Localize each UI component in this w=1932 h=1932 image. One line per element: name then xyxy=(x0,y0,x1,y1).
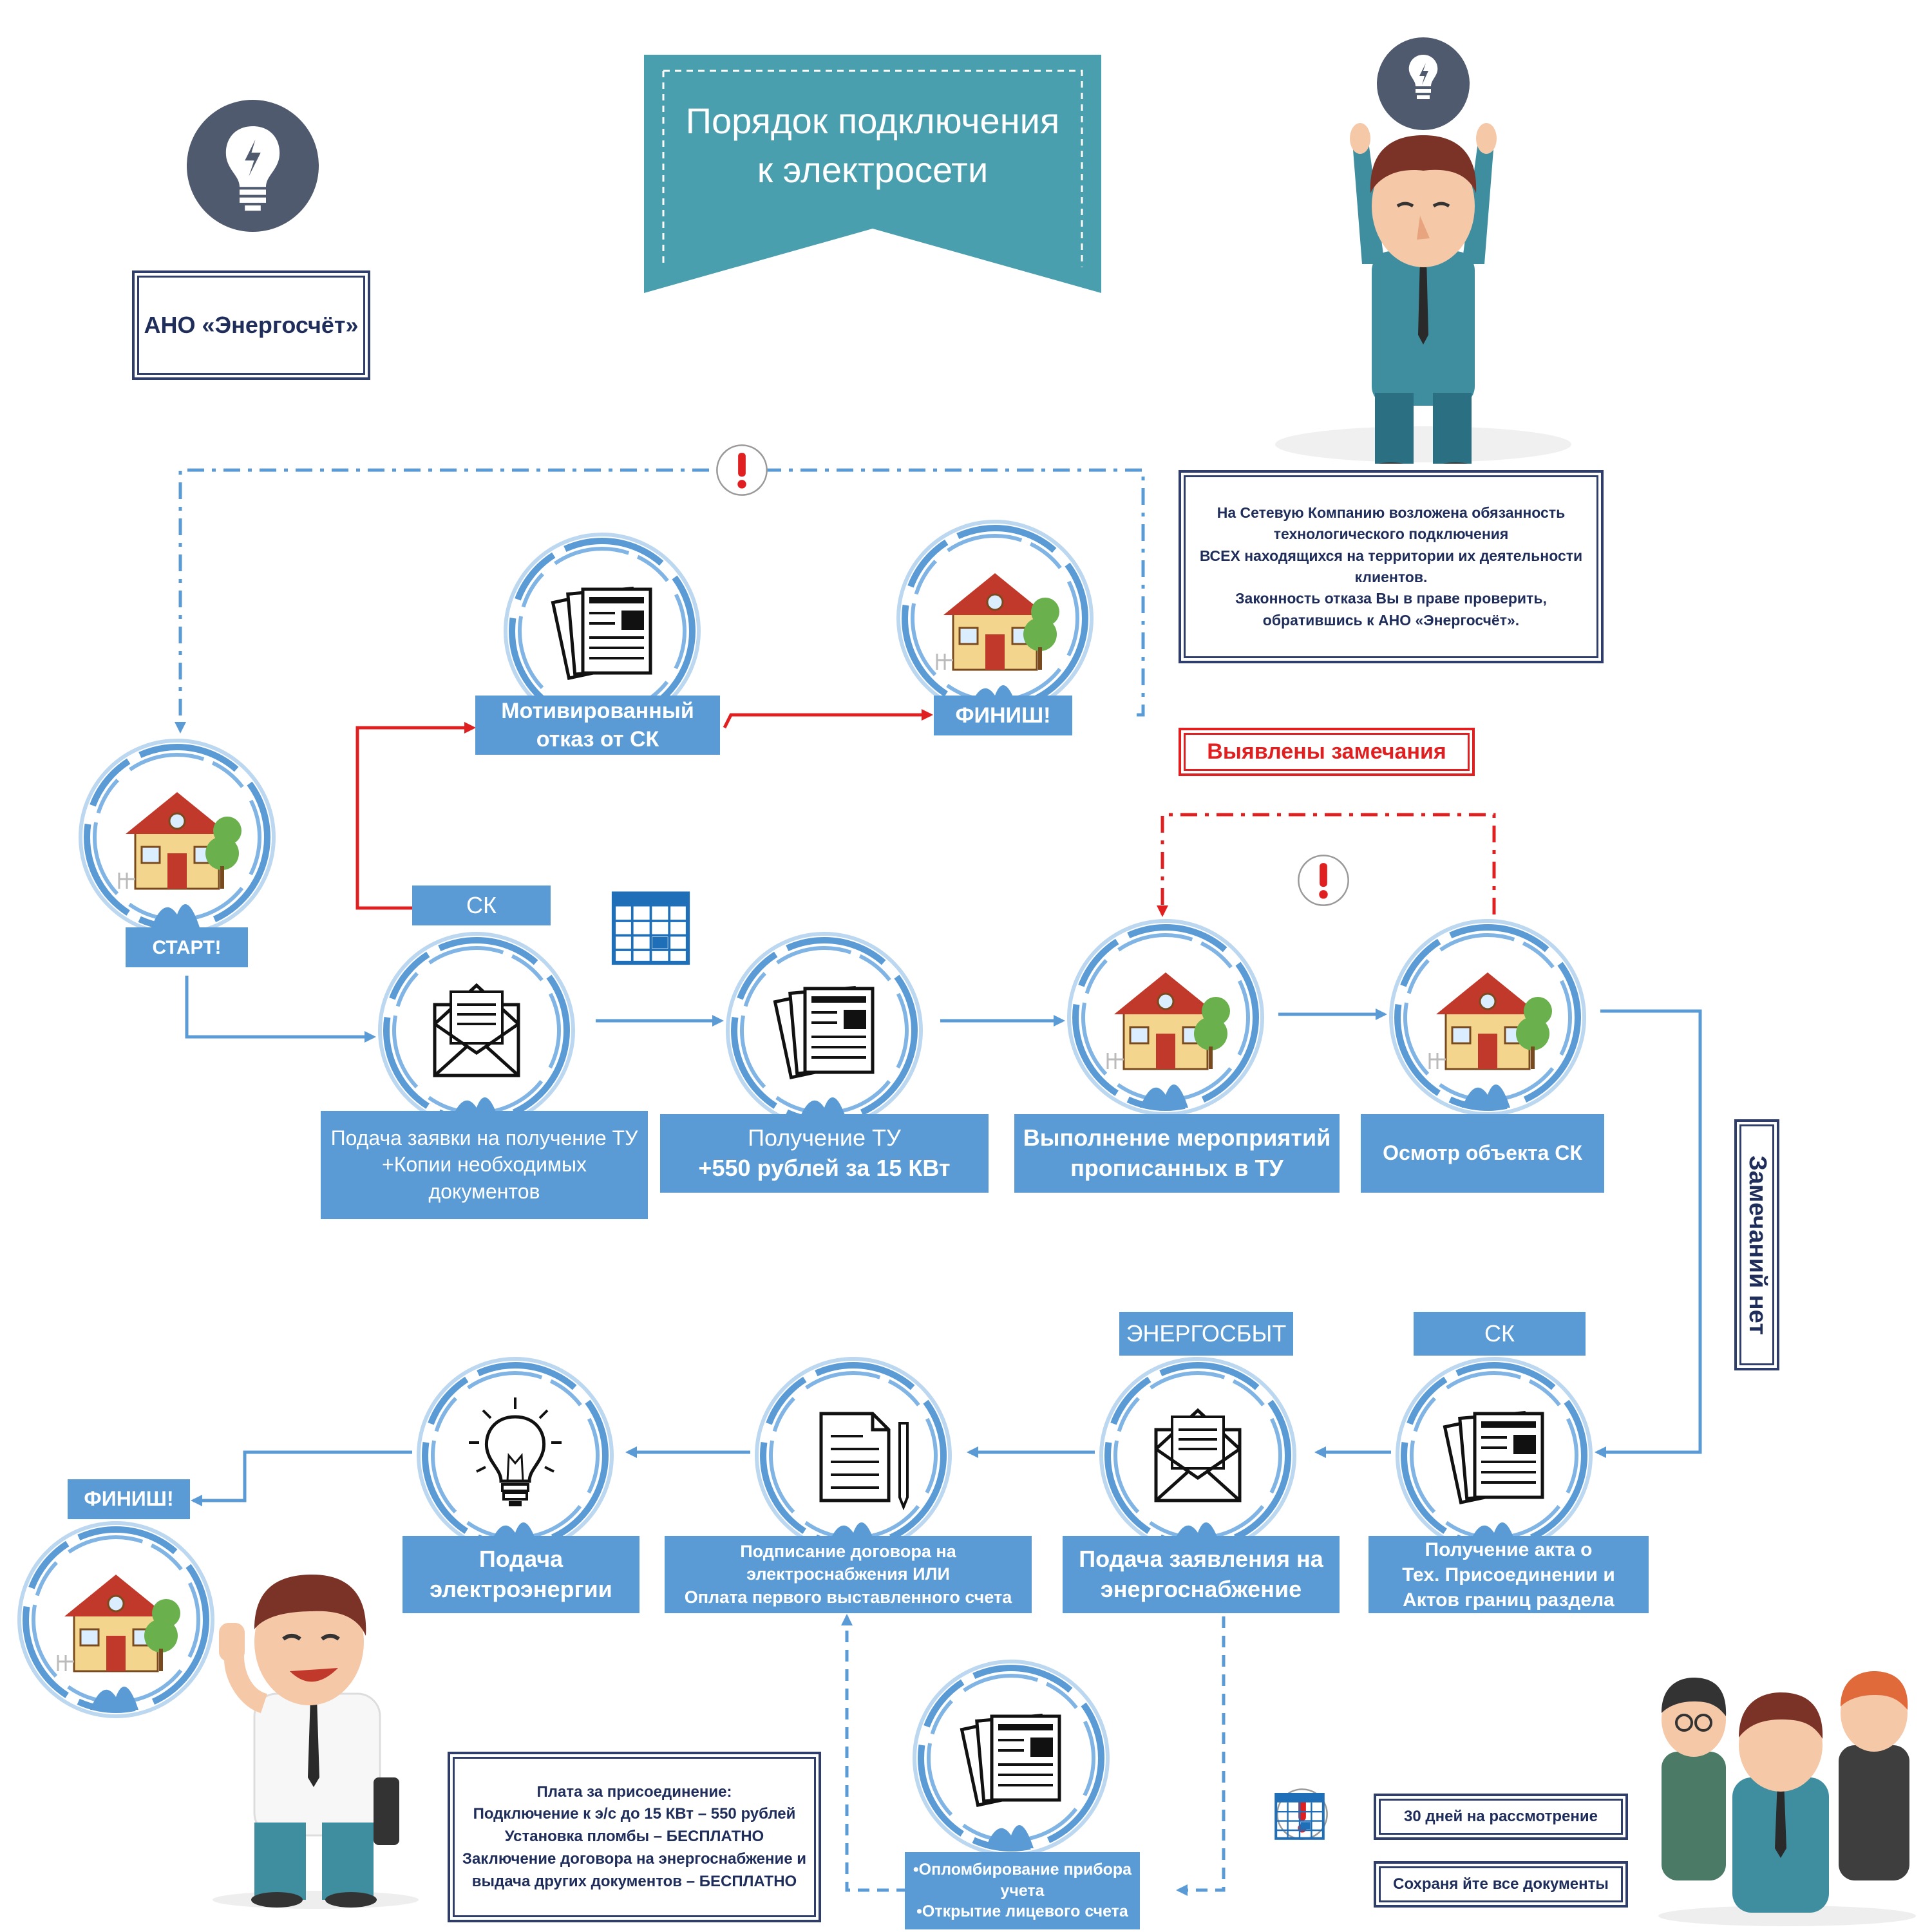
house-icon xyxy=(17,1521,214,1718)
sk-tag: СК xyxy=(412,886,551,925)
logo-bulb xyxy=(187,100,319,232)
node-apply-mail xyxy=(374,927,580,1133)
alert-icon xyxy=(716,444,768,496)
finish-top-label: ФИНИШ! xyxy=(934,696,1072,735)
node-finish-top-house xyxy=(892,515,1098,721)
finish-bottom-label: ФИНИШ! xyxy=(68,1479,190,1519)
sk-tag: СК xyxy=(1414,1312,1586,1356)
apply-label: Подача заявки на получение ТУ +Копии нео… xyxy=(321,1111,648,1219)
contract-pen-icon xyxy=(755,1357,952,1554)
inspection-to-act-line xyxy=(1595,1009,1702,1458)
measures-label: Выполнение мероприятий прописанных в ТУ xyxy=(1014,1114,1340,1193)
loop-refusal-line xyxy=(175,468,1145,734)
inspection-label: Осмотр объекта СК xyxy=(1361,1114,1604,1193)
act-label: Получение акта о Тех. Присоединении и Ак… xyxy=(1368,1536,1649,1613)
org-name-box: АНО «Энергосчёт» xyxy=(132,270,370,380)
node-inspection-house xyxy=(1385,914,1591,1121)
contract-label: Подписание договора на электроснабжения … xyxy=(665,1536,1032,1613)
house-icon xyxy=(1067,919,1264,1116)
alert-icon xyxy=(1298,855,1349,906)
page-title: Порядок подключения к электросети xyxy=(685,100,1060,190)
no-remarks-box: Замечаний нет xyxy=(1734,1119,1779,1370)
refusal-to-finish-line xyxy=(723,709,933,729)
document-icon xyxy=(1396,1357,1593,1554)
envelope-icon xyxy=(1099,1357,1296,1554)
power-to-finish-line xyxy=(191,1450,412,1506)
node-power-bulb xyxy=(412,1352,618,1558)
team-illustration xyxy=(1658,1671,1916,1926)
meter-label: •Опломбирование прибора учета •Открытие … xyxy=(905,1852,1140,1929)
house-icon xyxy=(1389,919,1586,1116)
sk-to-refusal-line xyxy=(355,722,476,910)
node-supply-mail xyxy=(1095,1352,1301,1558)
man-cheering-illustration xyxy=(1275,37,1571,464)
fees-box: Плата за присоединение: Подключение к э/… xyxy=(448,1752,821,1922)
node-finish-bottom-house xyxy=(13,1517,219,1723)
receive-tu-label: Получение ТУ +550 рублей за 15 КВт xyxy=(660,1114,989,1193)
legend-keep-docs-box: Сохраня йте все документы xyxy=(1374,1861,1628,1908)
meter-loop-line xyxy=(1176,1616,1226,1896)
refusal-label: Мотивированный отказ от СК xyxy=(475,696,720,755)
remarks-found-box: Выявлены замечания xyxy=(1179,728,1475,776)
bulb-icon xyxy=(187,100,319,232)
title-ribbon xyxy=(644,55,1101,293)
lightbulb-icon xyxy=(417,1357,614,1554)
node-contract-doc xyxy=(750,1352,956,1558)
supply-app-label: Подача заявления на энергоснабжение xyxy=(1063,1536,1340,1613)
start-label: СТАРТ! xyxy=(126,927,248,967)
house-icon xyxy=(896,520,1094,717)
calendar-icon xyxy=(1274,1793,1325,1840)
legend-days-box: 30 дней на рассмотрение xyxy=(1374,1794,1628,1840)
start-to-apply-line xyxy=(185,976,376,1043)
remarks-loop-line xyxy=(1157,813,1496,917)
house-icon xyxy=(79,739,276,936)
node-meter-doc xyxy=(908,1655,1114,1861)
node-start-house xyxy=(74,734,280,940)
node-act-doc xyxy=(1391,1352,1597,1558)
calendar-icon xyxy=(611,891,690,965)
energosbyt-tag: ЭНЕРГОСБЫТ xyxy=(1119,1312,1293,1356)
power-label: Подача электроэнергии xyxy=(402,1536,639,1613)
meter-return-line xyxy=(841,1614,908,1892)
envelope-icon xyxy=(378,932,575,1129)
document-icon xyxy=(726,932,923,1129)
node-tu-doc xyxy=(721,927,927,1133)
notice-box: На Сетевую Компанию возложена обязанност… xyxy=(1179,470,1604,663)
document-icon xyxy=(913,1660,1110,1857)
node-measures-house xyxy=(1063,914,1269,1121)
businessman-thumbs-up-illustration xyxy=(213,1575,419,1909)
